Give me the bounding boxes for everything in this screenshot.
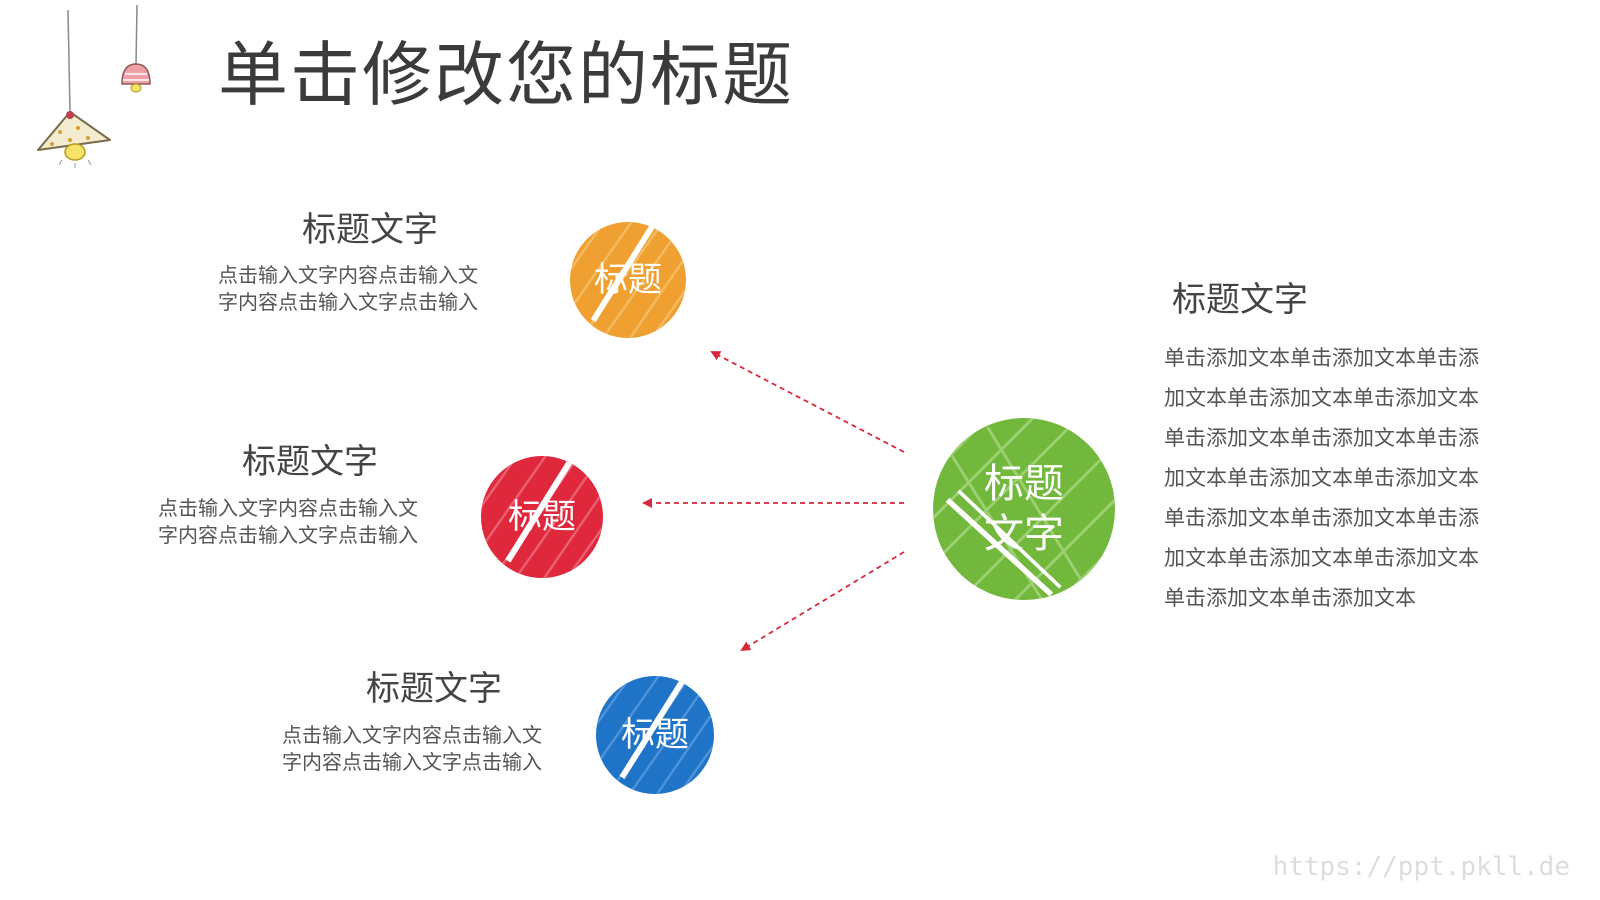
circle-hatch <box>933 418 1115 600</box>
circle-hatch <box>570 222 686 338</box>
circle-blue: 标题 <box>596 676 714 794</box>
circle-label-blue: 标题 <box>621 715 689 755</box>
item-title-3: 标题文字 <box>366 669 502 709</box>
circle-green-center: 标题文字 <box>933 418 1115 600</box>
arrow-to-blue <box>740 551 905 652</box>
circle-red: 标题 <box>481 456 603 578</box>
item-desc-1-line1: 点击输入文字内容点击输入文 <box>218 263 478 287</box>
circle-hatch <box>596 676 714 794</box>
item-desc-2-line2: 字内容点击输入文字点击输入 <box>158 523 418 547</box>
small-hanging-lamp-icon <box>121 4 151 93</box>
item-desc-3-line1: 点击输入文字内容点击输入文 <box>282 723 542 747</box>
circle-label-center: 标题文字 <box>984 461 1064 557</box>
page-title: 单击修改您的标题 <box>218 34 794 116</box>
item-desc-2-line1: 点击输入文字内容点击输入文 <box>158 496 418 520</box>
arrow-to-orange <box>710 351 905 453</box>
right-panel-title: 标题文字 <box>1172 280 1308 320</box>
item-desc-1-line2: 字内容点击输入文字点击输入 <box>218 290 478 314</box>
right-panel-body: 单击添加文本单击添加文本单击添加文本单击添加文本单击添加文本单击添加文本单击添加… <box>1164 346 1479 610</box>
item-title-2: 标题文字 <box>242 442 378 482</box>
item-desc-3-line2: 字内容点击输入文字点击输入 <box>282 750 542 774</box>
hanging-lamp-icon <box>37 9 111 168</box>
hanging-lamps-decoration <box>37 4 151 168</box>
circle-orange: 标题 <box>570 222 686 338</box>
watermark-url: https://ppt.pkll.de <box>1272 852 1570 882</box>
circle-label-red: 标题 <box>508 497 576 537</box>
circle-label-orange: 标题 <box>594 260 662 300</box>
item-title-1: 标题文字 <box>302 210 438 250</box>
circle-hatch <box>481 456 603 578</box>
